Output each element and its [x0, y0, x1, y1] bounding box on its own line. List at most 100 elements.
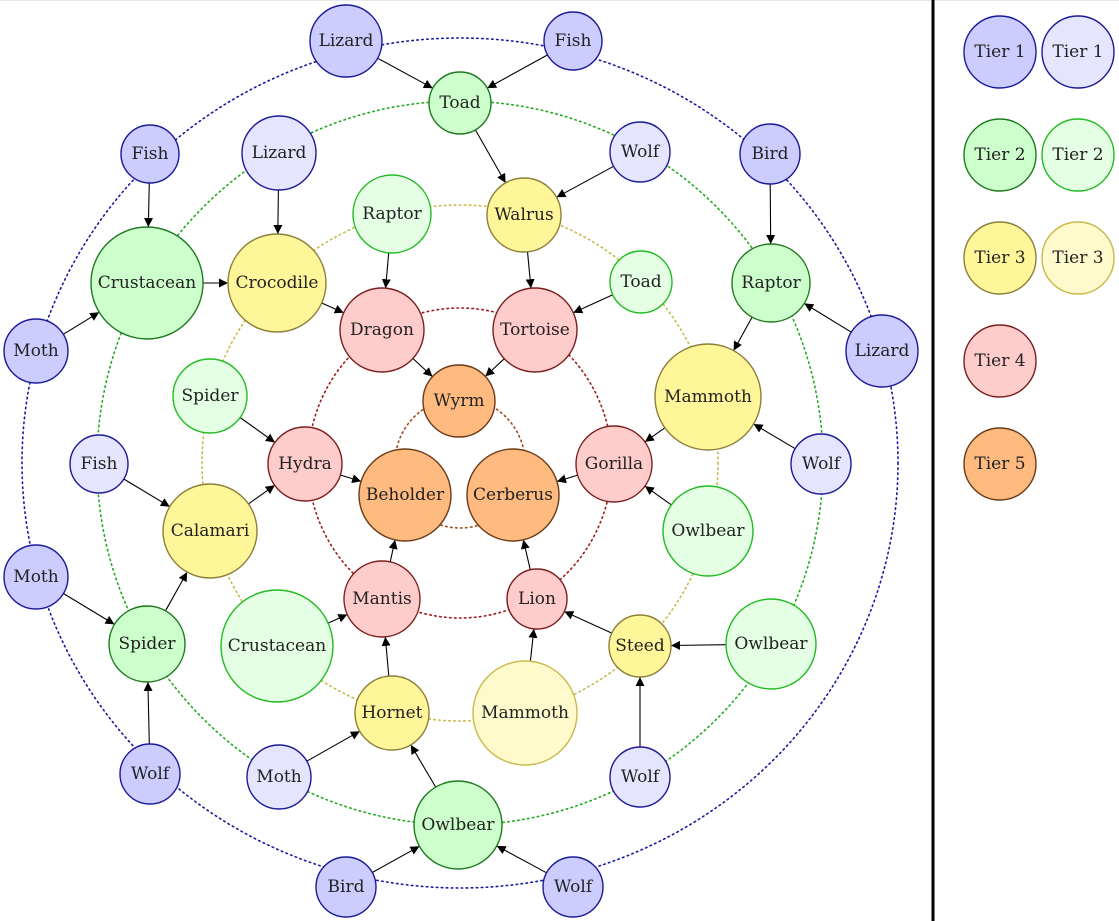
node-walrus: Walrus: [486, 177, 562, 253]
edge-bird1_right-to-raptor2: [766, 183, 776, 245]
edge-calamari-to-hydra: [248, 484, 276, 505]
node-circle: [492, 287, 578, 373]
legend-item-tier-1-light: Tier 1: [1041, 15, 1115, 89]
node-circle: [108, 605, 186, 683]
node-owlbear2: Owlbear: [413, 780, 503, 870]
edge-gorilla-to-cerberus: [556, 474, 578, 484]
node-label: Moth: [13, 567, 58, 587]
node-circle: [119, 743, 181, 805]
node-label: Wolf: [621, 142, 661, 162]
node-circle: [609, 746, 671, 808]
node-circle: [343, 560, 421, 638]
node-label: Beholder: [366, 485, 445, 505]
node-fish1_left: Fish: [120, 124, 180, 184]
node-cerberus: Cerberus: [466, 448, 560, 542]
node-circle: [575, 425, 653, 503]
node-moth1_left: Moth: [3, 318, 69, 384]
edge-dragon-to-wyrm: [412, 358, 433, 378]
node-label: Lizard: [319, 31, 374, 51]
edge-raptor2-to-mammoth3: [733, 316, 753, 351]
node-owlbear2l_a: Owlbear: [662, 485, 754, 577]
node-label: Fish: [81, 454, 118, 474]
legend-swatch: [1041, 118, 1115, 192]
node-label: Raptor: [741, 273, 801, 293]
node-gorilla: Gorilla: [575, 425, 653, 503]
node-crocodile: Crocodile: [227, 233, 327, 333]
node-lizard1_top: Lizard: [309, 4, 383, 78]
edge-owlbear2-to-hornet: [410, 744, 437, 788]
node-circle: [609, 121, 671, 183]
legend-swatch: [963, 221, 1037, 295]
node-mantis: Mantis: [343, 560, 421, 638]
node-circle: [246, 744, 312, 810]
legend-swatch: [1041, 221, 1115, 295]
node-lion: Lion: [506, 568, 568, 630]
node-label: Fish: [555, 31, 592, 51]
legend-label: Tier 2: [974, 145, 1025, 165]
edge-fish1l-to-calamari: [123, 478, 171, 508]
legend-label: Tier 2: [1052, 145, 1103, 165]
node-label: Hydra: [278, 454, 332, 474]
legend-item-tier-1: Tier 1: [963, 15, 1037, 89]
edge-lion-to-cerberus: [520, 539, 531, 570]
ring-tier3: [201, 204, 719, 722]
edge-steed-to-lion: [564, 610, 613, 634]
legend-swatch: [963, 324, 1037, 398]
node-spider2: Spider: [108, 605, 186, 683]
node-circle: [3, 544, 69, 610]
node-tortoise: Tortoise: [492, 287, 578, 373]
node-circle: [609, 250, 673, 314]
node-mammoth3: Mammoth: [654, 343, 762, 451]
node-circle: [3, 318, 69, 384]
legend-item-tier-2: Tier 2: [963, 118, 1037, 192]
legend-item-tier-2-light: Tier 2: [1041, 118, 1115, 192]
node-fish1_top: Fish: [543, 11, 603, 71]
node-label: Calamari: [171, 521, 250, 541]
edge-owlbear2l_a-to-gorilla: [644, 485, 672, 506]
node-moth1l: Moth: [246, 744, 312, 810]
legend-item-tier-3: Tier 3: [963, 221, 1037, 295]
ring-tier2: [96, 100, 824, 826]
node-circle: [506, 568, 568, 630]
node-moth1_left2: Moth: [3, 544, 69, 610]
node-label: Tortoise: [500, 320, 570, 340]
node-circle: [90, 226, 204, 340]
legend-label: Tier 3: [1052, 248, 1103, 268]
node-circle: [352, 174, 432, 254]
node-circle: [486, 177, 562, 253]
node-label: Crocodile: [236, 273, 319, 293]
node-label: Wolf: [131, 764, 171, 784]
legend-item-tier-3-light: Tier 3: [1041, 221, 1115, 295]
legend-label: Tier 5: [974, 454, 1025, 474]
node-label: Dragon: [350, 320, 414, 340]
node-circle: [220, 589, 334, 703]
edge-spider2-to-calamari: [165, 571, 188, 612]
edge-moth1_left2-to-spider2: [63, 593, 115, 625]
node-circle: [172, 358, 248, 434]
node-circle: [162, 483, 258, 579]
node-hydra: Hydra: [267, 426, 343, 502]
node-wolf1l_b: Wolf: [790, 433, 852, 495]
legend-item-tier-5: Tier 5: [963, 427, 1037, 501]
edge-toad2-to-walrus: [474, 129, 507, 184]
edge-wolf1l_a-to-walrus: [556, 165, 614, 198]
node-toad2l: Toad: [609, 250, 673, 314]
edge-moth1l-to-hornet: [306, 730, 361, 762]
edge-hornet-to-mantis: [381, 636, 391, 677]
legend-swatch: [963, 15, 1037, 89]
edge-mantis-to-beholder: [388, 539, 398, 563]
node-raptor2l: Raptor: [352, 174, 432, 254]
node-label: Bird: [328, 877, 365, 897]
node-toad2: Toad: [428, 71, 492, 135]
node-circle: [845, 314, 919, 388]
node-bird1_right: Bird: [739, 123, 801, 185]
node-label: Toad: [620, 272, 661, 292]
edge-crocodile-to-dragon: [321, 302, 344, 314]
legend-label: Tier 1: [974, 42, 1025, 62]
node-circle: [241, 115, 317, 191]
ring-outer: [21, 37, 899, 889]
node-wolf1l_a: Wolf: [609, 121, 671, 183]
legend-swatch: [963, 427, 1037, 501]
